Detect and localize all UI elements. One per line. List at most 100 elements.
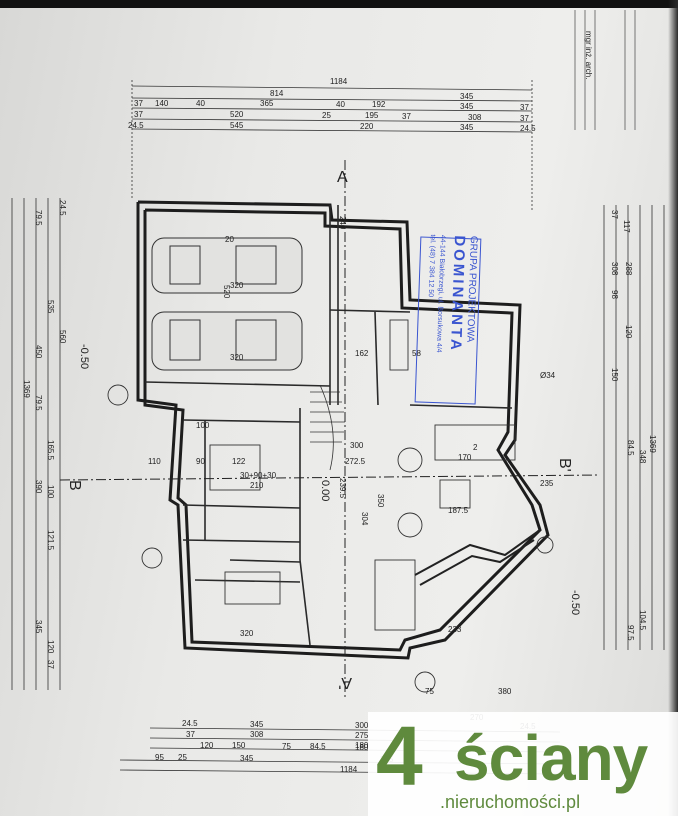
right-dim-label: 1369	[648, 435, 657, 453]
right-dim-label: 37	[610, 210, 619, 219]
dim-304: 304	[360, 512, 369, 526]
bottom-dim-label: 37	[186, 730, 195, 739]
bottom-dim-label: 275	[355, 731, 369, 740]
top-dim-label: 40	[196, 99, 205, 108]
stair-dim-300: 300	[350, 441, 364, 450]
stamp-line-3: 44-144 Białobrzegi, ul. Borsukowa 4/4	[435, 235, 446, 353]
architect-stamp: GRUPA PROJEKTOWA DOMINANTA 44-144 Białob…	[427, 234, 479, 353]
left-dim-label: 535	[46, 300, 55, 314]
level-left: -0.50	[78, 344, 90, 369]
bottom-dim-label: 1184	[340, 765, 358, 774]
dim-2: 2	[473, 443, 478, 452]
section-label-b: B	[66, 480, 83, 491]
brand-logo-domain: .nieruchomości.pl	[440, 792, 581, 812]
stamp-line-2: DOMINANTA	[447, 235, 468, 353]
top-dim-label: 345	[460, 92, 474, 101]
corner-note: mgr inż. arch.	[584, 31, 593, 79]
top-dim-label: 140	[155, 99, 169, 108]
dim-58: 58	[412, 349, 421, 358]
section-label-a-prime: A'	[338, 674, 352, 691]
top-dim-label: 220	[360, 122, 374, 131]
left-dim-label: 79.5	[34, 395, 43, 411]
stamp-line-1: GRUPA PROJEKTOWA	[464, 236, 479, 343]
top-dim-label: 520	[230, 110, 244, 119]
level-right: -0.50	[569, 590, 581, 615]
dim-239: 239.5	[338, 478, 347, 499]
top-dim-label: 40	[336, 100, 345, 109]
top-dim-label: 37	[134, 110, 143, 119]
top-dim-label: 365	[260, 99, 274, 108]
dim-110: 110	[148, 457, 161, 466]
bottom-dim-label: 180	[355, 743, 369, 752]
top-shadow-band	[0, 0, 678, 8]
bottom-dim-label: 24.5	[182, 719, 198, 728]
top-dim-label: 37	[520, 114, 529, 123]
garage-width: 520	[222, 285, 231, 299]
right-dim-label: 308	[610, 262, 619, 276]
top-dim-label: 345	[460, 102, 474, 111]
right-dim-label: 288	[624, 262, 633, 276]
brand-logo-name: ściany	[454, 722, 648, 794]
bay-walls	[414, 529, 541, 586]
left-dim-label: 390	[34, 480, 43, 494]
left-dim-label: 560	[58, 330, 67, 344]
bottom-dim-label: 95	[155, 753, 164, 762]
top-dim-label: 192	[372, 100, 386, 109]
dim-350: 350	[376, 494, 385, 508]
car-2-dim: 320	[230, 353, 244, 362]
dim-380: 380	[498, 687, 512, 696]
dim-170: 170	[458, 453, 472, 462]
interior-walls	[144, 205, 513, 646]
bottom-dim-label: 84.5	[310, 742, 326, 751]
furniture	[107, 319, 554, 693]
section-label-a: A	[337, 169, 348, 186]
right-dim-label: 97.5	[626, 625, 635, 641]
level-center: 0.00	[319, 480, 331, 501]
dim-75: 75	[425, 687, 434, 696]
dim-240: 240	[338, 216, 347, 230]
top-dimension-lines	[131, 80, 533, 210]
bottom-dim-label: 25	[178, 753, 187, 762]
left-dim-label: 165.5	[46, 440, 55, 461]
right-dim-label: 120	[624, 325, 633, 339]
bottom-dim-label: 150	[232, 741, 246, 750]
room-dim-90: 30+90+30	[240, 471, 277, 480]
top-dim-label: 37	[402, 112, 411, 121]
bottom-dim-label: 75	[282, 742, 291, 751]
left-dim-label: 450	[34, 345, 43, 359]
bottom-dim-label: 300	[355, 721, 369, 730]
top-dim-label: 345	[460, 123, 474, 132]
left-dim-label: 79.5	[34, 210, 43, 226]
garage-cars	[151, 237, 303, 371]
right-dim-label: 104.5	[638, 610, 647, 631]
section-label-b-prime: B'	[556, 458, 573, 472]
brand-watermark: 4 ściany .nieruchomości.pl	[368, 712, 678, 816]
dim-187: 187.5	[448, 506, 469, 515]
top-dim-label: 545	[230, 121, 244, 130]
bottom-dim-label: 308	[250, 730, 264, 739]
right-dim-label: 348	[638, 450, 647, 464]
dim-20: 20	[225, 235, 234, 244]
right-shadow-edge	[668, 0, 678, 816]
right-dim-label: 98	[610, 290, 619, 299]
dim-233: 233	[448, 625, 462, 634]
dim-235: 235	[540, 479, 554, 488]
left-dim-label: 121.5	[46, 530, 55, 551]
stamp-line-4: tel. (48) 7 384 12 50	[427, 234, 436, 297]
right-dim-label: 84.5	[626, 440, 635, 456]
left-dim-label: 100	[46, 485, 55, 499]
top-dim-label: 24.5	[128, 121, 144, 130]
diameter-label: Ø34	[540, 371, 556, 380]
right-dim-label: 117	[622, 220, 631, 233]
left-dim-label: 345	[34, 620, 43, 634]
left-dim-label: 37	[46, 660, 55, 669]
top-dim-label: 25	[322, 111, 331, 120]
bottom-dim-label: 120	[200, 741, 214, 750]
dim-100: 100	[196, 421, 210, 430]
dim-320: 320	[240, 629, 254, 638]
top-dim-label: 814	[270, 89, 284, 98]
